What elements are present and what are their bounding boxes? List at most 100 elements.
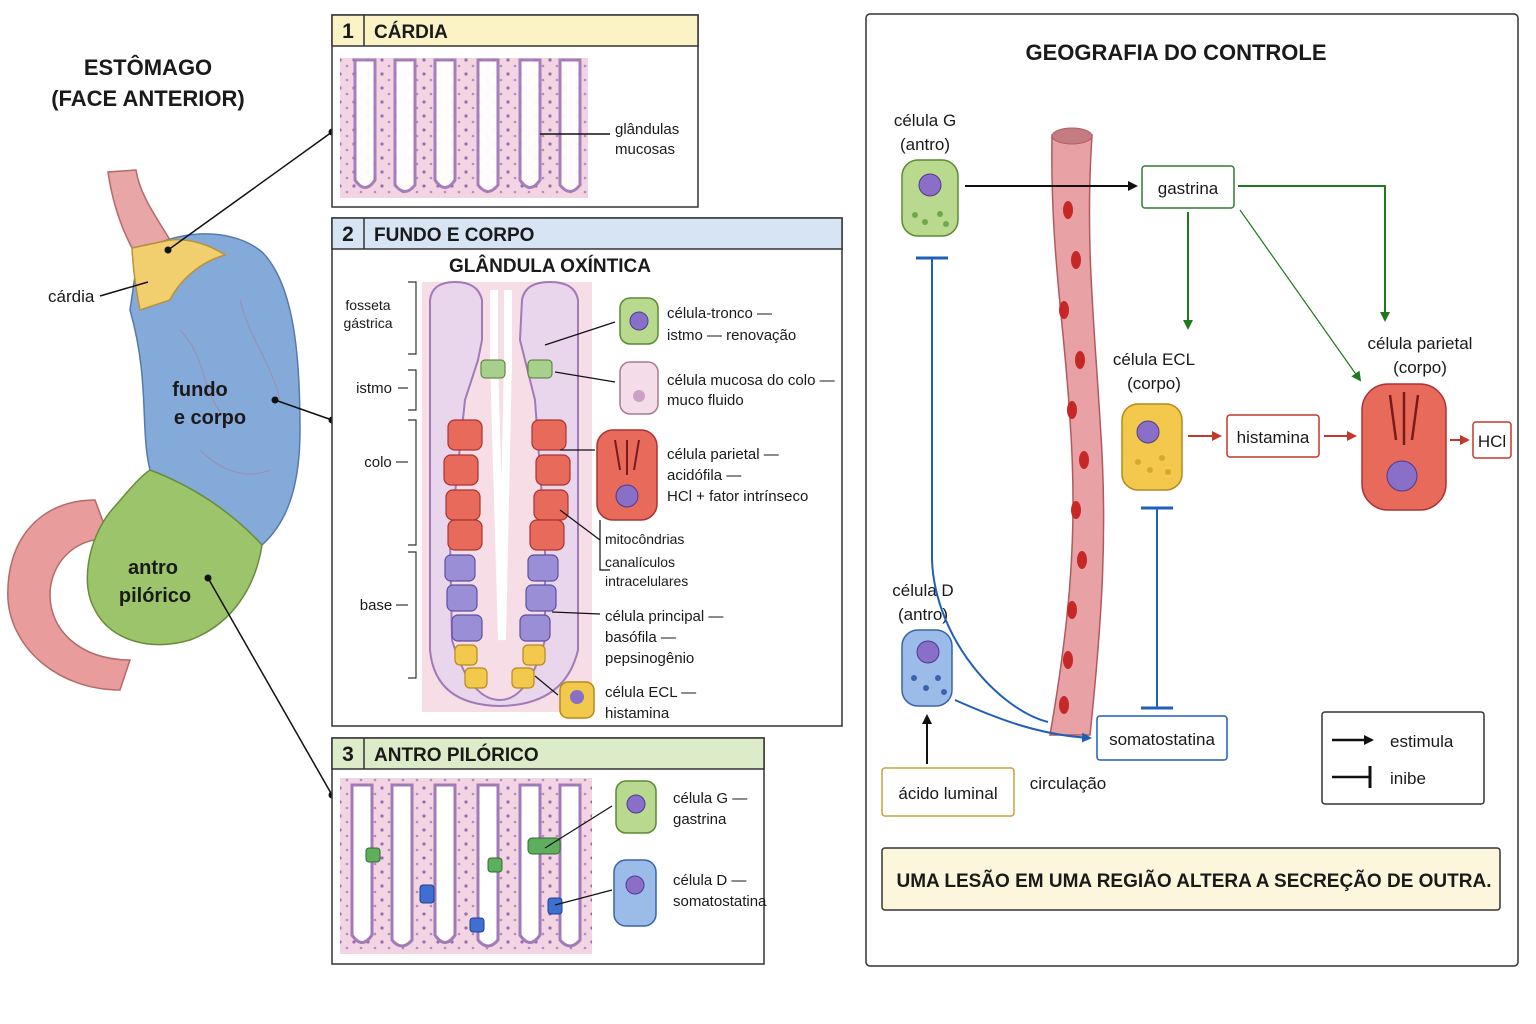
canal-label-1: canalículos: [605, 554, 675, 570]
leader-fundus: [271, 396, 336, 424]
label-fundus-2: e corpo: [174, 407, 246, 429]
mucous-label-2: muco fluido: [667, 392, 744, 409]
control-title: GEOGRAFIA DO CONTROLE: [1025, 40, 1326, 65]
ecl-label-2: histamina: [605, 705, 670, 722]
gastrina-box: [1141, 165, 1235, 209]
g-cell-title-2: (antro): [900, 135, 950, 154]
duodenum: [7, 499, 132, 691]
mito-label: mitocôndrias: [605, 531, 684, 547]
acido-luminal-label: ácido luminal: [898, 784, 997, 803]
hcl-label: HCl: [1478, 432, 1506, 451]
mucous-label-1: célula mucosa do colo —: [667, 372, 835, 389]
g-cell-title-1: célula G: [894, 111, 956, 130]
leader-antrum: [204, 574, 336, 799]
ecl-title-2: (corpo): [1127, 374, 1181, 393]
panel-control: GEOGRAFIA DO CONTROLE célula G (antro) g…: [865, 13, 1519, 967]
ecl-cells-gland: [454, 644, 546, 689]
label-fundus: fundo: [172, 379, 228, 401]
panel-fundus-header: [331, 217, 843, 250]
panel-cardia-title: CÁRDIA: [374, 21, 448, 43]
g-cell-label-1: célula G —: [673, 790, 747, 807]
d-cells-tissue: [419, 884, 563, 933]
ecl-cell-control: [1121, 403, 1183, 491]
panel-cardia: 1 CÁRDIA glândulas mucosas: [331, 14, 699, 208]
arrow-gastrina-parietal-direct: [1239, 209, 1362, 382]
somatostatina-box: [1096, 715, 1228, 761]
label-antrum: antro: [128, 557, 178, 579]
chief-cells-gland: [444, 554, 559, 642]
parietal-title-2: (corpo): [1393, 358, 1447, 377]
antrum-tissue: [340, 778, 592, 954]
arrow-d-to-somato: [954, 699, 1092, 743]
ecl-label-1: célula ECL —: [605, 684, 696, 701]
chief-label-1: célula principal —: [605, 608, 723, 625]
d-cell-label-2: somatostatina: [673, 893, 767, 910]
acido-luminal-box: [881, 767, 1015, 817]
stomach-subtitle: (FACE ANTERIOR): [51, 86, 245, 111]
d-cell-title-1: célula D: [892, 581, 953, 600]
region-colo: colo: [364, 454, 392, 471]
panel-cardia-header: [331, 14, 699, 47]
somatostatina-label: somatostatina: [1109, 730, 1215, 749]
parietal-label-1: célula parietal —: [667, 446, 779, 463]
g-cells-tissue: [365, 837, 561, 873]
cardia-label-1: glândulas: [615, 121, 679, 138]
legend: [1321, 711, 1485, 805]
parietal-cell-control: [1361, 383, 1447, 511]
stem-cell-gland: [480, 359, 506, 379]
stem-label-2: istmo — renovação: [667, 327, 796, 344]
panel-fundus-body: 2 FUNDO E CORPO GLÂNDULA OXÍNTICA fosset…: [331, 217, 843, 727]
panel-fundus-number: 2: [342, 223, 354, 246]
panel-antrum-title: ANTRO PILÓRICO: [374, 744, 539, 766]
legend-inhibit: inibe: [1390, 769, 1426, 788]
legend-stimulate: estimula: [1390, 732, 1454, 751]
g-cell-control: [901, 159, 959, 237]
hcl-box: [1472, 421, 1512, 459]
stomach-title: ESTÔMAGO: [84, 55, 212, 80]
parietal-cells-gland: [443, 419, 571, 551]
oxyntic-gland-title: GLÂNDULA OXÍNTICA: [449, 255, 651, 277]
cardia-label-2: mucosas: [615, 141, 675, 158]
arrow-gastrina-parietal: [1238, 185, 1390, 322]
panel-antrum: 3 ANTRO PILÓRICO célula G — gastrina cél…: [331, 737, 767, 965]
leader-cardia: [164, 128, 336, 254]
parietal-title-1: célula parietal: [1368, 334, 1473, 353]
ecl-title-1: célula ECL: [1113, 350, 1195, 369]
label-antrum-2: pilórico: [119, 585, 191, 607]
footer-box: [881, 847, 1501, 911]
histamina-label: histamina: [1237, 428, 1310, 447]
d-cell-title-2: (antro): [898, 605, 948, 624]
parietal-label-2: acidófila —: [667, 467, 741, 484]
region-fosseta: fosseta: [345, 297, 390, 313]
panel-fundus-title: FUNDO E CORPO: [374, 225, 534, 246]
cardia-glands: [353, 58, 582, 193]
panel-antrum-number: 3: [342, 743, 354, 766]
mucous-neck-cell-icon: [619, 361, 659, 415]
red-blood-cells: [1059, 201, 1089, 714]
histamina-box: [1226, 414, 1320, 458]
inhibit-somato-g: [931, 258, 1049, 723]
chief-label-3: pepsinogênio: [605, 650, 694, 667]
stem-label-1: célula-tronco —: [667, 305, 772, 322]
d-cell-label-1: célula D —: [673, 872, 746, 889]
region-istmo: istmo: [356, 380, 392, 397]
g-cell-label-2: gastrina: [673, 811, 727, 828]
gastrina-label: gastrina: [1158, 179, 1219, 198]
panel-antrum-header: [331, 737, 765, 770]
chief-label-2: basófila —: [605, 629, 676, 646]
stomach-illustration: ESTÔMAGO (FACE ANTERIOR) cárdia fundo e …: [7, 55, 336, 799]
label-cardia: cárdia: [48, 287, 95, 306]
oxyntic-gland: [429, 280, 579, 708]
circulacao-label: circulação: [1030, 774, 1107, 793]
cardia-tissue: [340, 58, 588, 198]
region-base: base: [360, 597, 393, 614]
esophagus: [107, 169, 172, 249]
region-fosseta-2: gástrica: [343, 315, 392, 331]
canal-label-2: intracelulares: [605, 573, 688, 589]
panel-cardia-number: 1: [342, 20, 354, 43]
parietal-label-3: HCl + fator intrínseco: [667, 488, 808, 505]
footer-text: UMA LESÃO EM UMA REGIÃO ALTERA A SECREÇÃ…: [897, 870, 1492, 892]
d-cell-control: [901, 629, 953, 707]
